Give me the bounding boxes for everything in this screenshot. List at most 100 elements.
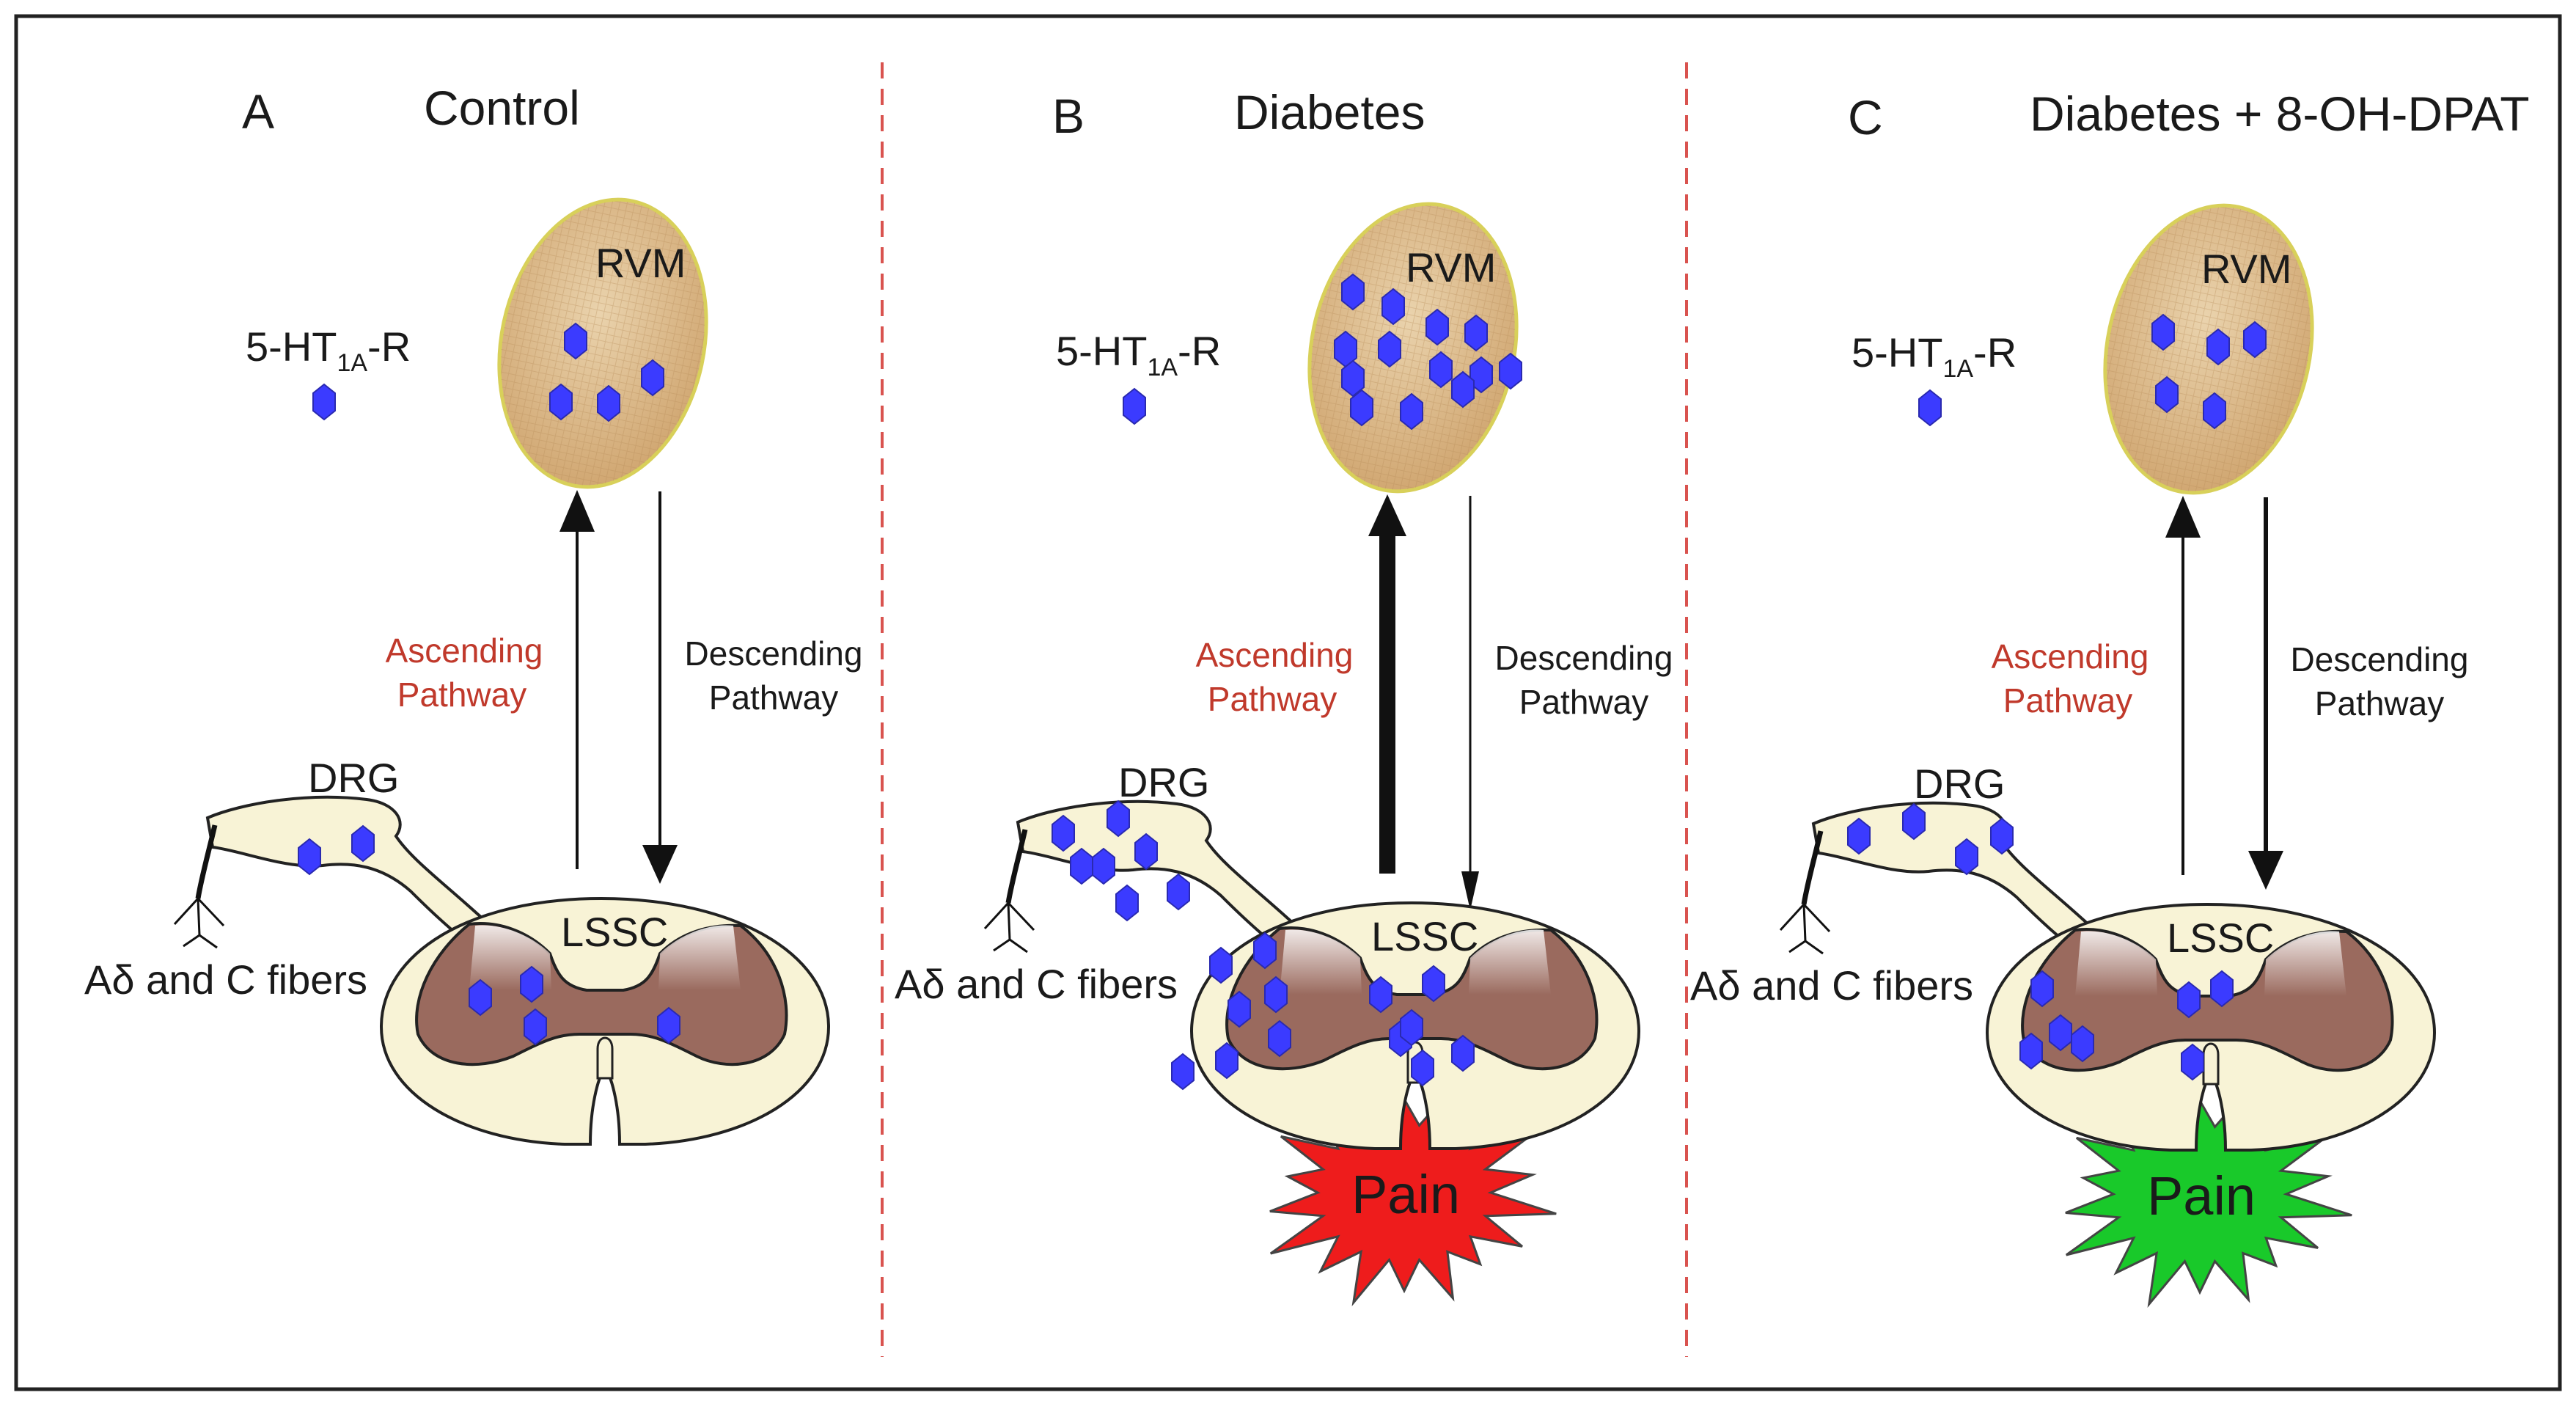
ascending-arrowhead	[1368, 494, 1406, 536]
lssc-label: LSSC	[561, 909, 668, 955]
drg-receptor	[1092, 847, 1115, 885]
receptor-label-suffix: -R	[1973, 329, 2017, 376]
rvm-receptor	[1464, 314, 1488, 352]
panel-title: Control	[424, 81, 580, 135]
rvm-receptor	[2243, 321, 2267, 359]
rvm-label: RVM	[2201, 246, 2291, 292]
lssc-receptor	[469, 978, 492, 1017]
drg-receptor	[1990, 817, 2014, 855]
rvm-receptor	[1499, 352, 1522, 390]
lssc-label: LSSC	[1371, 913, 1478, 959]
lssc-receptor	[2177, 981, 2201, 1019]
pain-label: Pain	[2147, 1165, 2256, 1226]
ascending-label-line2: Pathway	[397, 676, 526, 714]
lssc-receptor	[1268, 1020, 1291, 1058]
rvm-receptor	[1341, 273, 1365, 311]
lssc-receptor	[1209, 946, 1233, 984]
rvm-receptor	[1400, 392, 1423, 431]
fiber-trunk	[1801, 830, 1824, 905]
receptor-label-suffix: -R	[367, 323, 411, 370]
central-canal	[596, 1036, 614, 1080]
lssc-receptor	[1228, 990, 1251, 1028]
rvm-receptor	[549, 383, 573, 421]
panel-title: Diabetes + 8-OH-DPAT	[2030, 87, 2530, 141]
rvm-texture	[500, 201, 705, 486]
legend-receptor-icon	[1918, 389, 1942, 427]
legend-receptor-icon	[312, 383, 336, 421]
descending-label-line2: Pathway	[709, 678, 838, 717]
central-canal	[2202, 1042, 2220, 1086]
receptor-label-main: 5-HT	[1056, 328, 1147, 374]
rvm-receptor	[564, 322, 587, 360]
rvm-receptor	[1350, 389, 1373, 427]
lssc-receptor	[2049, 1014, 2072, 1052]
lssc-label: LSSC	[2167, 915, 2274, 961]
descending-label-line1: Descending	[1495, 639, 1673, 677]
rvm-receptor	[597, 384, 620, 422]
drg-receptor	[1902, 802, 1926, 841]
dorsal-horn-left	[2075, 931, 2157, 996]
drg-receptor	[298, 838, 321, 876]
lssc-receptor	[2210, 970, 2234, 1008]
descending-label-line2: Pathway	[1519, 683, 1648, 721]
panel-title: Diabetes	[1234, 85, 1425, 139]
rvm-receptor	[1429, 351, 1453, 389]
rvm-receptor	[641, 359, 664, 397]
lssc-receptor	[1171, 1053, 1195, 1091]
ascending-arrowhead	[2165, 496, 2201, 538]
lssc-receptor	[1253, 932, 1277, 970]
rvm-label: RVM	[1406, 244, 1496, 290]
ascending-label-line1: Ascending	[386, 632, 543, 670]
pain-label: Pain	[1351, 1164, 1460, 1225]
panel-letter: B	[1052, 89, 1085, 143]
rvm-receptor	[1341, 359, 1365, 398]
ascending-label-line2: Pathway	[1208, 680, 1337, 718]
drg-label: DRG	[1118, 759, 1209, 805]
dorsal-horn-right	[1469, 929, 1551, 995]
ascending-label-line1: Ascending	[1196, 636, 1354, 674]
lssc-receptor	[1400, 1009, 1423, 1047]
figure-border	[14, 14, 2562, 1391]
receptor-label-sub: 1A	[1942, 355, 1973, 383]
ascending-arrowhead	[559, 490, 595, 532]
rvm-receptor	[2151, 313, 2175, 351]
rvm-receptor	[2206, 328, 2230, 366]
lssc-receptor	[1215, 1042, 1239, 1080]
drg-receptor	[1955, 838, 1978, 876]
drg-receptor	[1052, 814, 1075, 852]
lssc-receptor	[524, 1008, 547, 1046]
receptor-label-main: 5-HT	[246, 323, 337, 370]
lssc-receptor	[1411, 1049, 1434, 1087]
drg-receptor	[1167, 873, 1190, 911]
receptor-label-sub: 1A	[1147, 354, 1178, 381]
dorsal-horn-right	[658, 925, 741, 990]
drg-label: DRG	[1914, 761, 2005, 807]
rvm-receptor	[2203, 392, 2226, 430]
receptor-label-sub: 1A	[337, 349, 367, 377]
rvm-receptor	[1378, 330, 1401, 368]
rvm-receptor	[1425, 308, 1449, 346]
receptor-legend-label: 5-HT1A-R	[1852, 329, 2017, 383]
lssc-receptor	[2071, 1025, 2094, 1063]
receptor-label-main: 5-HT	[1852, 329, 1942, 376]
rvm-receptor	[2155, 376, 2179, 414]
drg-receptor	[1070, 847, 1093, 885]
rvm-receptor	[1469, 356, 1493, 394]
fiber-endings	[983, 901, 1035, 954]
drg-receptor	[1115, 884, 1139, 922]
rvm-receptor	[1451, 370, 1475, 409]
fiber-trunk	[1005, 829, 1028, 904]
lssc-receptor	[2019, 1032, 2043, 1070]
lssc-receptor	[2181, 1043, 2204, 1081]
fibers-label: Aδ and C fibers	[84, 956, 367, 1003]
rvm-receptor	[1381, 288, 1405, 326]
fibers-label: Aδ and C fibers	[1690, 962, 1973, 1009]
lssc-receptor	[1369, 976, 1392, 1014]
dorsal-horn-right	[2264, 931, 2346, 996]
